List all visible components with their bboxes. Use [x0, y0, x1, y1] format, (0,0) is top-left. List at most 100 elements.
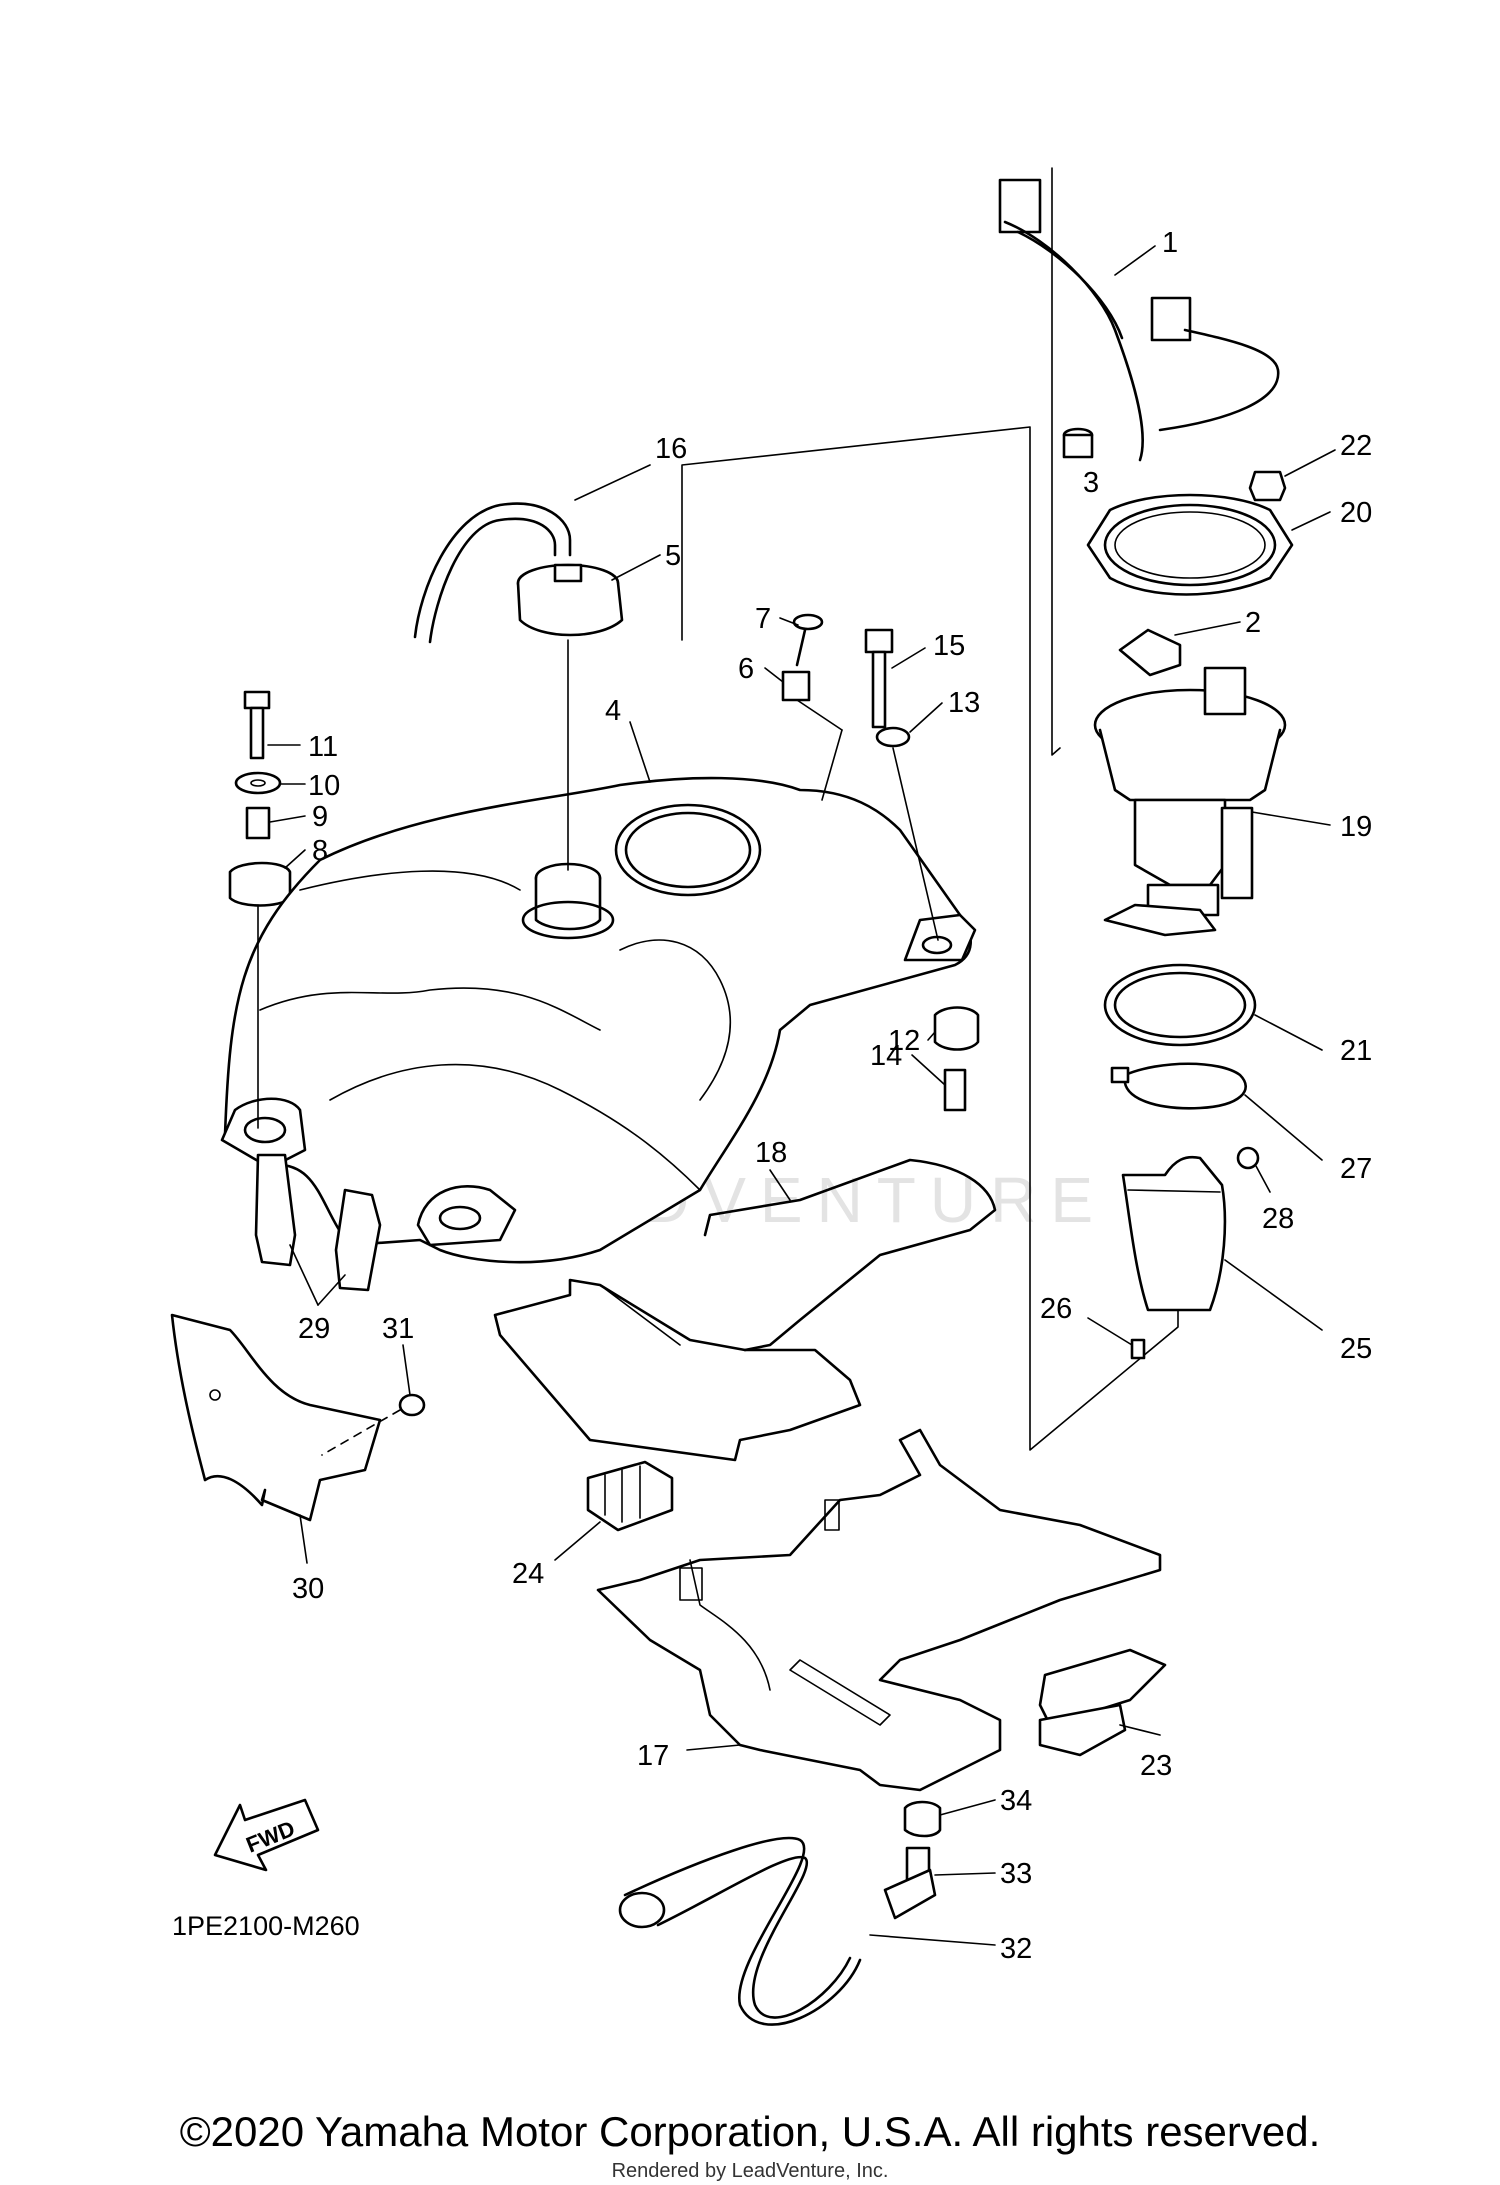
leader-27 [1244, 1094, 1323, 1161]
part-12-damper[interactable] [933, 1006, 980, 1051]
part-13-washer[interactable] [875, 726, 911, 748]
bolt-body [1130, 1338, 1146, 1360]
part-18-protector-sheet[interactable] [493, 1158, 997, 1462]
washer-10-hole [250, 779, 266, 787]
part-4-fuel-tank[interactable] [220, 776, 977, 1264]
callout-26[interactable]: 26 [1040, 1293, 1072, 1325]
callout-17[interactable]: 17 [637, 1740, 669, 1772]
bolt-15-shank [871, 650, 887, 729]
leader-16 [574, 464, 651, 501]
callout-18[interactable]: 18 [755, 1137, 787, 1169]
align-screw [796, 699, 843, 731]
part-8-damper[interactable] [228, 861, 292, 907]
part-25-filter-case[interactable] [1121, 1155, 1227, 1312]
part-6-nut[interactable] [781, 670, 811, 702]
pad-right [334, 1188, 382, 1292]
callout-20[interactable]: 20 [1340, 497, 1372, 529]
part-23-relay[interactable] [1038, 1648, 1167, 1757]
part-16-vent-hose[interactable] [413, 502, 572, 644]
callout-29[interactable]: 29 [298, 1313, 330, 1345]
pump-connector [1203, 666, 1247, 716]
part-34-grommet[interactable] [903, 1800, 942, 1838]
collar-9 [245, 806, 271, 840]
leader-25 [1224, 1259, 1323, 1331]
part-10-washer[interactable] [234, 771, 282, 795]
callout-11[interactable]: 11 [308, 731, 338, 763]
part-20-plate[interactable] [1086, 493, 1294, 596]
callout-28[interactable]: 28 [1262, 1203, 1294, 1235]
part-1-fuel-hose-assembly[interactable] [998, 178, 1280, 462]
leader-15 [891, 647, 926, 669]
callout-4[interactable]: 4 [605, 695, 621, 727]
part-17-tray[interactable] [596, 1428, 1162, 1792]
relay-23-mount [1038, 1703, 1127, 1757]
part-26-bolt[interactable] [1130, 1338, 1146, 1360]
bolt-15-head [864, 628, 894, 654]
callout-19[interactable]: 19 [1340, 811, 1372, 843]
part-15-bolt[interactable] [864, 628, 894, 729]
callout-27[interactable]: 27 [1340, 1153, 1372, 1185]
align-screw-2 [821, 729, 843, 801]
callout-24[interactable]: 24 [512, 1558, 544, 1590]
part-11-bolt[interactable] [243, 690, 271, 760]
part-31-rivet[interactable] [321, 1393, 426, 1456]
part-29-pads[interactable] [254, 1153, 382, 1292]
leader-14 [911, 1054, 946, 1086]
callout-10[interactable]: 10 [308, 770, 340, 802]
callout-32[interactable]: 32 [1000, 1933, 1032, 1965]
part-33-joint[interactable] [883, 1846, 937, 1920]
tray-outline [596, 1428, 1162, 1792]
callout-25[interactable]: 25 [1340, 1333, 1372, 1365]
part-3-grommet[interactable] [1062, 427, 1094, 459]
callout-34[interactable]: 34 [1000, 1785, 1032, 1817]
callout-8[interactable]: 8 [312, 835, 328, 867]
tank-flange-left [220, 1097, 307, 1170]
callout-13[interactable]: 13 [948, 687, 980, 719]
callout-22[interactable]: 22 [1340, 430, 1372, 462]
callout-30[interactable]: 30 [292, 1573, 324, 1605]
hose-connector-top [998, 178, 1042, 234]
part-7-screw[interactable] [792, 613, 824, 667]
callout-33[interactable]: 33 [1000, 1858, 1032, 1890]
callout-23[interactable]: 23 [1140, 1750, 1172, 1782]
callout-9[interactable]: 9 [312, 801, 328, 833]
part-27-band[interactable] [1110, 1062, 1247, 1110]
part-19-fuel-pump[interactable] [1093, 666, 1287, 937]
part-9-collar[interactable] [245, 806, 271, 840]
callout-6[interactable]: 6 [738, 653, 754, 685]
part-21-gasket[interactable] [1103, 963, 1257, 1047]
part-5-fuel-cap[interactable] [516, 563, 624, 637]
part-30-side-cover[interactable] [170, 1313, 382, 1522]
callout-21[interactable]: 21 [1340, 1035, 1372, 1067]
tank-contour-4 [299, 870, 521, 891]
callout-15[interactable]: 15 [933, 630, 965, 662]
callout-14[interactable]: 14 [870, 1040, 902, 1072]
callout-5[interactable]: 5 [665, 540, 681, 572]
callout-16[interactable]: 16 [655, 433, 687, 465]
callout-12[interactable]: 12 [888, 1025, 920, 1057]
part-22-nut[interactable] [1248, 470, 1287, 502]
part-14-collar[interactable] [943, 1068, 967, 1112]
gasket-inner [1113, 971, 1247, 1039]
sheet-lower [493, 1278, 862, 1462]
hose-top [1003, 220, 1144, 462]
leader-21 [1254, 1014, 1323, 1051]
callout-31[interactable]: 31 [382, 1313, 414, 1345]
part-24-relay[interactable] [586, 1460, 674, 1532]
leader-29a [289, 1244, 319, 1306]
hose-top-inner [1016, 230, 1124, 340]
callout-7[interactable]: 7 [755, 603, 771, 635]
part-32-hose[interactable] [618, 1836, 862, 2026]
callout-1[interactable]: 1 [1162, 227, 1178, 259]
vent-hose-outer [413, 502, 572, 639]
callout-2[interactable]: 2 [1245, 607, 1261, 639]
nut-6 [781, 670, 811, 702]
callout-3[interactable]: 3 [1083, 467, 1099, 499]
screw-7-shank [795, 628, 807, 667]
part-28-screw[interactable] [1236, 1146, 1260, 1170]
grommet-body [1062, 433, 1094, 459]
leader-32 [869, 1934, 996, 1946]
hose-connector-mid [1150, 296, 1192, 342]
part-2-clip[interactable] [1118, 628, 1182, 677]
fwd-arrow: FWD [213, 1798, 320, 1872]
